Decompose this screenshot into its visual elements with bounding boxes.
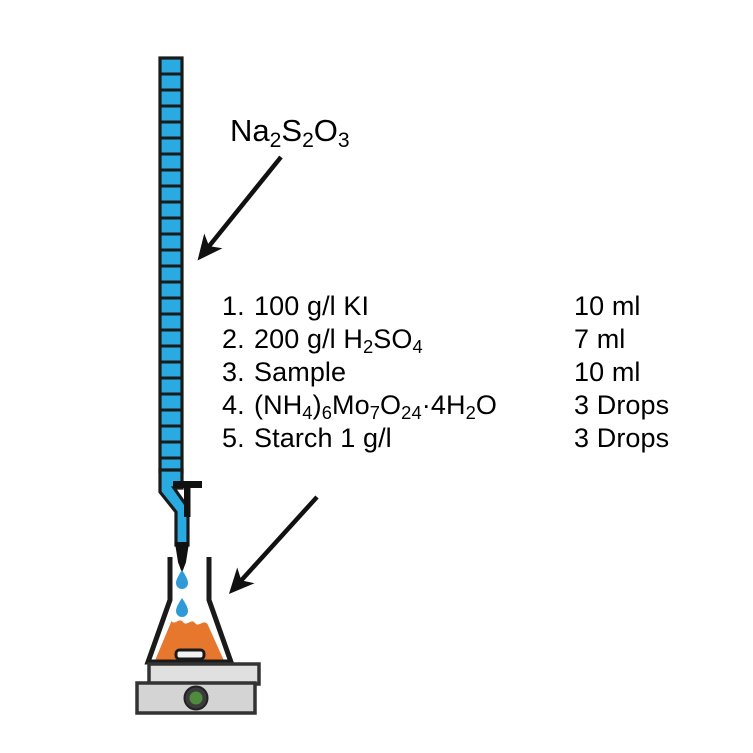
flask-liquid <box>154 620 225 663</box>
reagent-index: 2. <box>222 324 245 354</box>
reagent-name: 100 g/l KI <box>254 291 370 321</box>
burette-tip <box>174 542 190 573</box>
reagent-list: 1. 100 g/l KI 10 ml 2. 200 g/l H2SO4 7 m… <box>222 291 702 456</box>
reagent-index: 3. <box>222 357 245 387</box>
reagent-row-1: 1. 100 g/l KI 10 ml <box>222 291 702 324</box>
reagent-index: 1. <box>222 291 245 321</box>
burette-graduations <box>160 72 182 460</box>
reagent-index: 4. <box>222 390 245 420</box>
reagent-name: Sample <box>254 357 347 387</box>
burette-lower-bend <box>158 468 190 547</box>
reagent-name: Starch 1 g/l <box>254 423 392 453</box>
reagent-amount: 3 Drops <box>574 390 670 420</box>
titrant-formula-text: Na2S2O3 <box>230 113 350 152</box>
reagent-row-3: 3. Sample 10 ml <box>222 357 702 390</box>
reagent-row-4: 4. (NH4)6Mo7O24·4H2O 3 Drops <box>222 390 702 423</box>
reagent-amount: 3 Drops <box>574 423 670 453</box>
droplet-1 <box>176 570 188 589</box>
reagent-index: 5. <box>222 423 245 453</box>
burette-stopcock[interactable] <box>173 481 202 517</box>
titrant-formula-label: Na2S2O3 <box>230 113 350 152</box>
erlenmeyer-flask <box>144 557 235 665</box>
hotplate-control-knob[interactable] <box>183 685 209 711</box>
burette <box>158 56 202 573</box>
reagent-row-5: 5. Starch 1 g/l 3 Drops <box>222 423 702 456</box>
reagent-amount: 10 ml <box>574 357 641 387</box>
hotplate-top-plate <box>147 662 261 686</box>
droplet-2 <box>176 598 188 617</box>
arrow-pointing-to-flask <box>228 495 319 594</box>
reagent-row-2: 2. 200 g/l H2SO4 7 ml <box>222 324 702 357</box>
reagent-name: 200 g/l H2SO4 <box>254 324 423 357</box>
magnetic-stirrer-hotplate[interactable] <box>135 662 261 715</box>
reagent-amount: 10 ml <box>574 291 641 321</box>
reagent-amount: 7 ml <box>574 324 626 354</box>
reagent-name: (NH4)6Mo7O24·4H2O <box>254 390 498 423</box>
stir-bar <box>174 648 206 661</box>
arrow-pointing-to-burette <box>197 155 283 261</box>
